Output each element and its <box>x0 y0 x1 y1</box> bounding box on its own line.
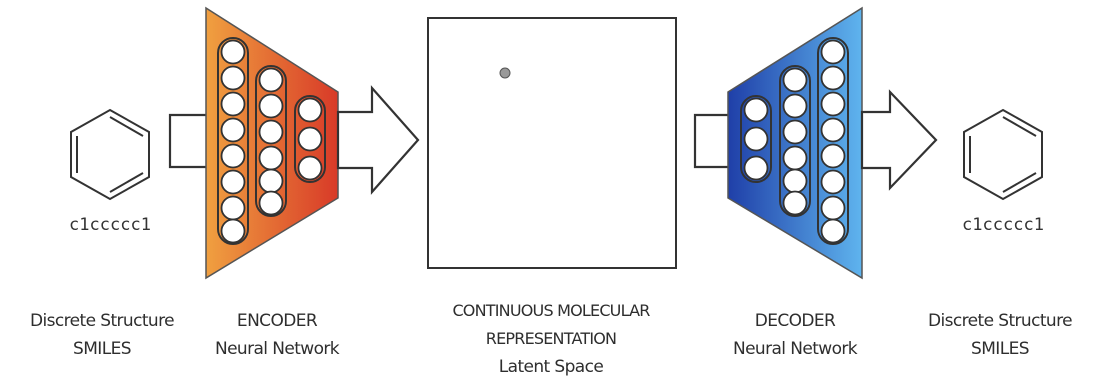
encoder-caption-line1: ENCODER <box>237 311 318 331</box>
encoder-caption-line2: Neural Network <box>215 339 340 359</box>
encoder-layer-1 <box>217 37 249 245</box>
input-arrow <box>168 113 206 169</box>
input-smiles: c1ccccc1 <box>69 215 151 235</box>
output-caption-line1: Discrete Structure <box>928 311 1072 331</box>
encoder-output-arrow <box>336 85 420 195</box>
decoder-layer-1 <box>740 95 772 183</box>
latent-space-box <box>427 17 677 269</box>
encoder-layer-3 <box>294 95 326 183</box>
output-benzene-icon <box>963 108 1043 201</box>
latent-point <box>499 67 511 79</box>
output-caption-line2: SMILES <box>971 339 1029 359</box>
decoder-layer-3 <box>817 37 849 245</box>
latent-caption-line3: Latent Space <box>499 357 604 377</box>
input-caption-line2: SMILES <box>73 339 131 359</box>
decoder-caption-line2: Neural Network <box>733 339 858 359</box>
latent-caption-line1: CONTINUOUS MOLECULAR <box>452 301 650 320</box>
decoder-output-arrow <box>860 89 938 191</box>
output-smiles: c1ccccc1 <box>962 215 1044 235</box>
encoder-layer-2 <box>255 65 287 217</box>
decoder-caption-line1: DECODER <box>755 311 836 331</box>
decoder-input-arrow <box>693 113 728 169</box>
input-benzene-icon <box>70 108 150 201</box>
latent-caption-line2: REPRESENTATION <box>486 329 616 348</box>
decoder-layer-2 <box>779 65 811 217</box>
input-caption-line1: Discrete Structure <box>30 311 174 331</box>
